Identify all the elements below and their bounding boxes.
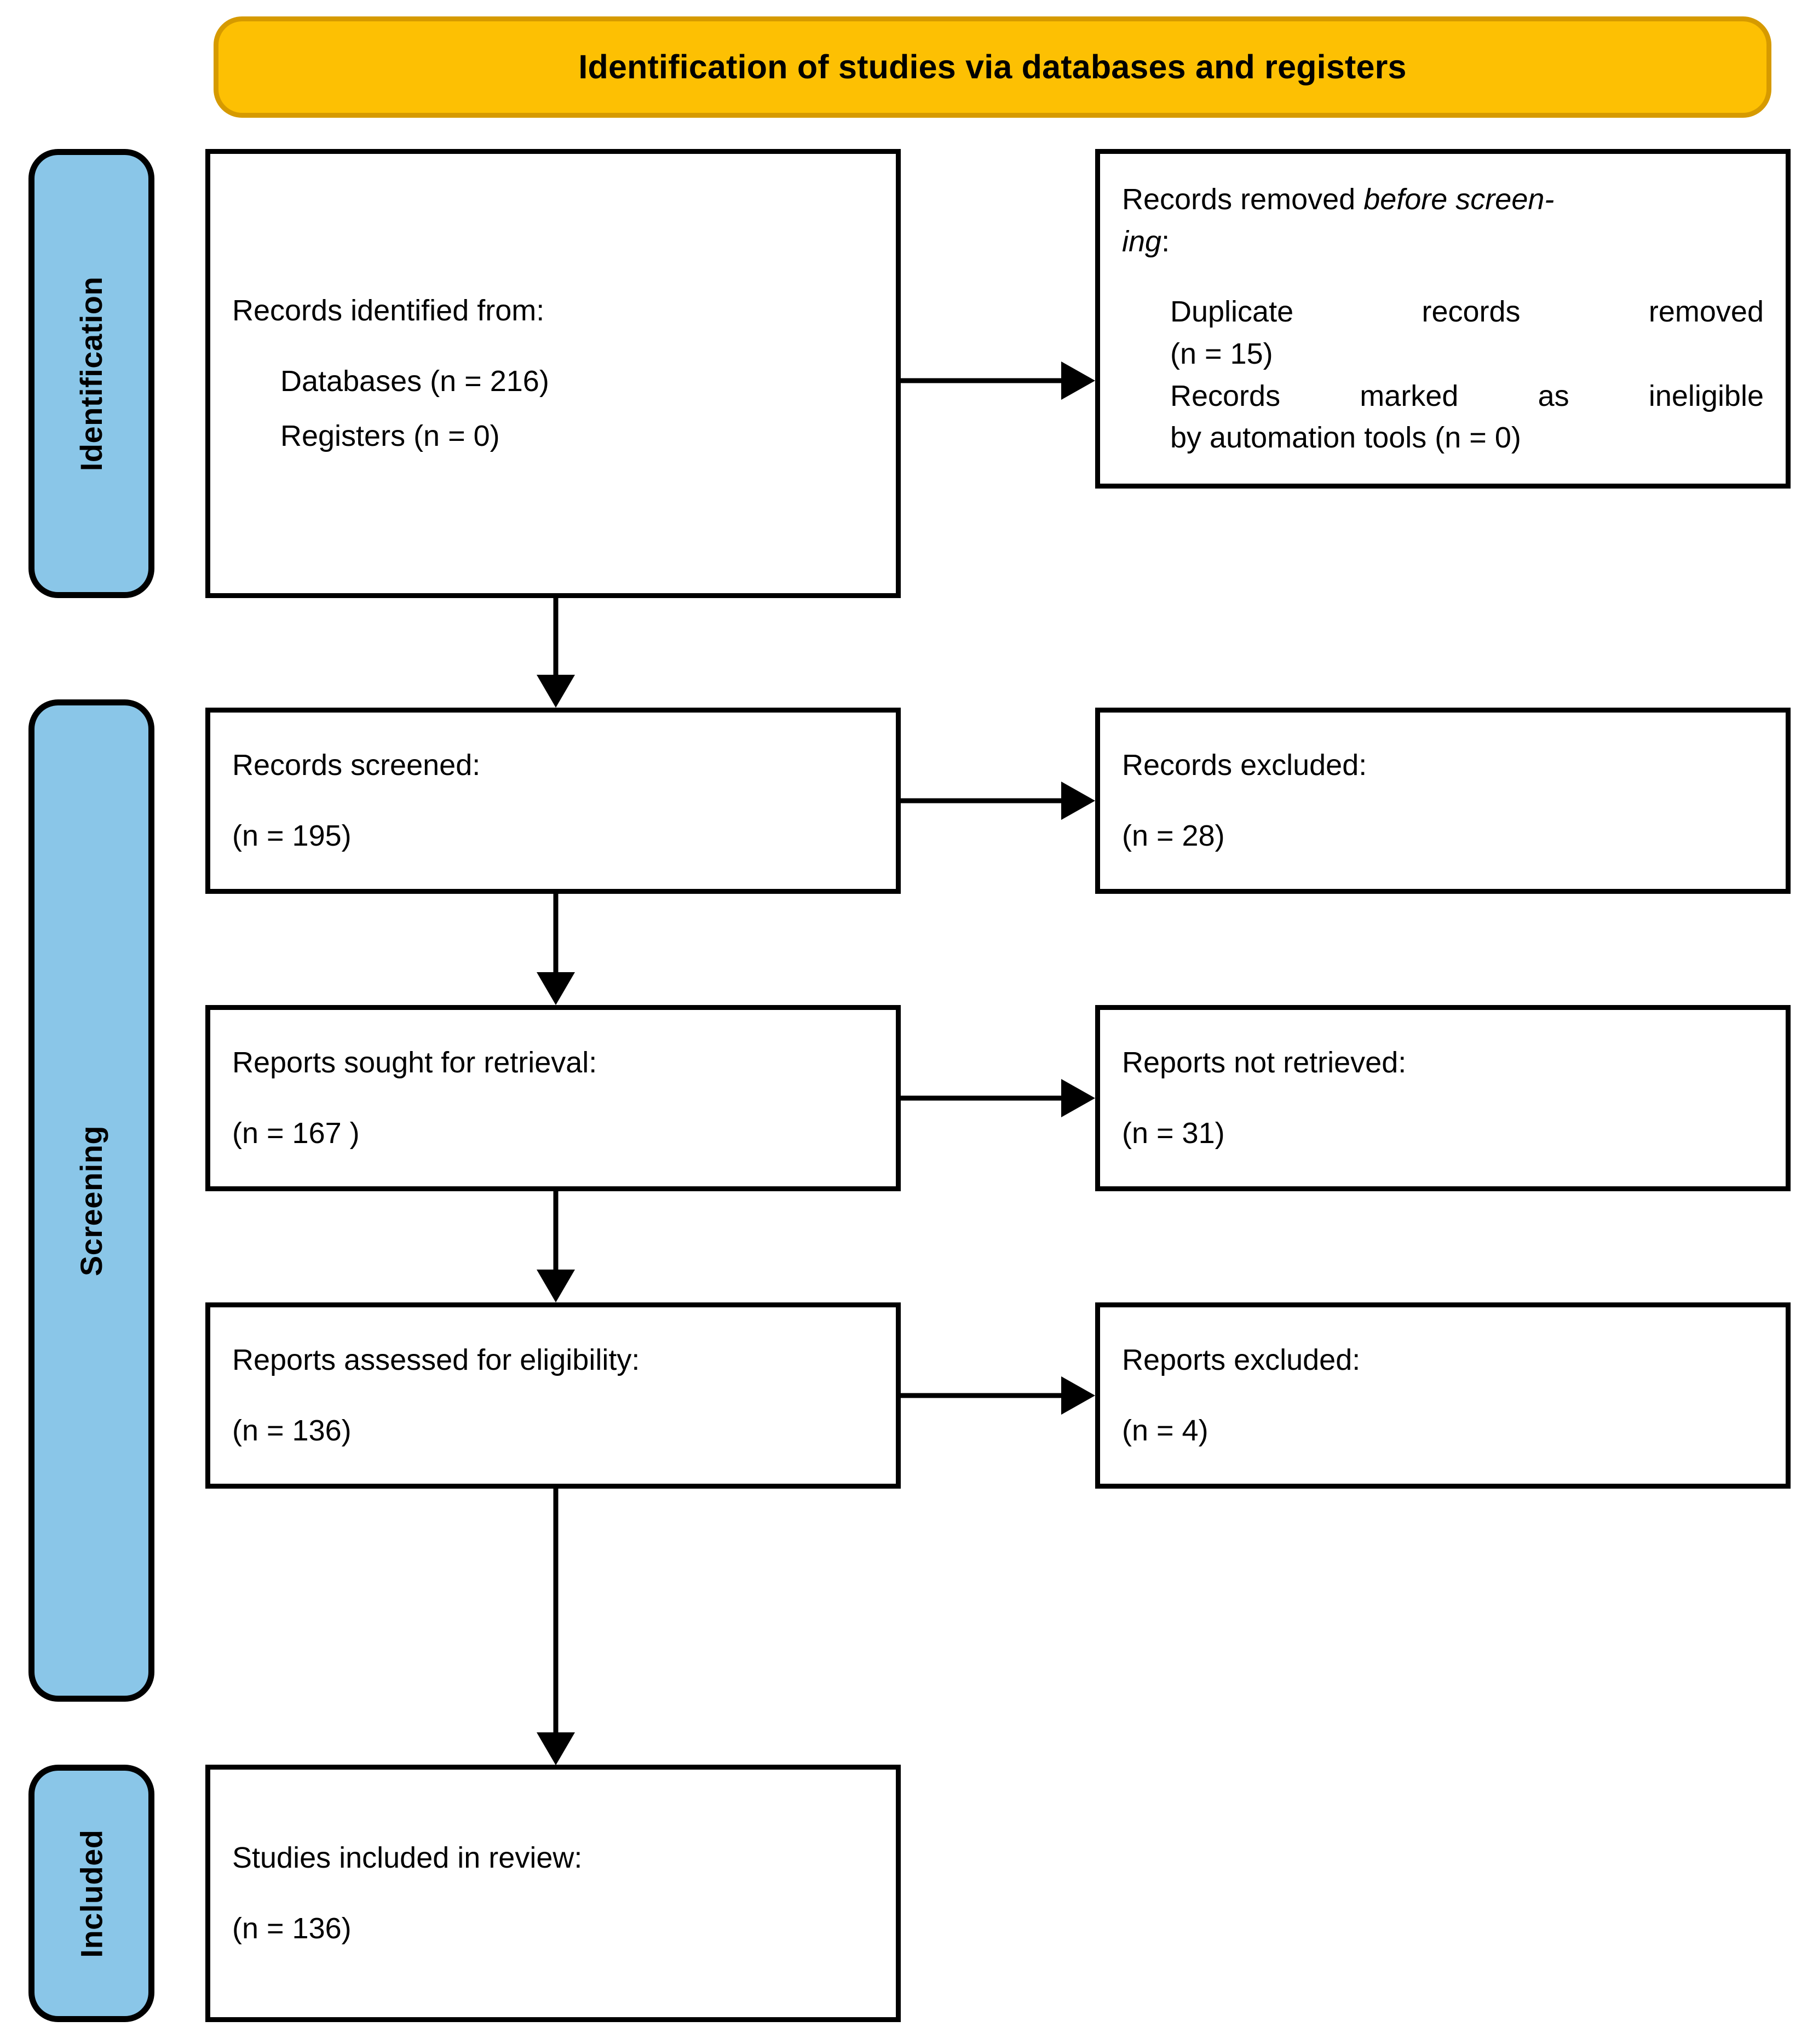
- box-records-screened: Records screened: (n = 195): [205, 708, 901, 894]
- records-identified-registers: Registers (n = 0): [280, 420, 500, 453]
- stage-bar-included: Included: [28, 1765, 154, 2022]
- diagram-title: Identification of studies via databases …: [578, 48, 1407, 85]
- arrow-screened-to-records-excluded: [901, 776, 1098, 825]
- records-removed-heading-colon: :: [1161, 225, 1170, 258]
- stage-bar-identification: Identification: [28, 149, 154, 598]
- records-excluded-label: Records excluded:: [1122, 749, 1367, 782]
- duplicate-records-removed-label: Duplicate records removed: [1170, 295, 1764, 329]
- box-reports-excluded: Reports excluded: (n = 4): [1095, 1302, 1791, 1489]
- records-identified-databases: Databases (n = 216): [280, 364, 549, 398]
- box-reports-sought-for-retrieval: Reports sought for retrieval: (n = 167 ): [205, 1005, 901, 1191]
- reports-sought-count: (n = 167 ): [232, 1117, 360, 1150]
- records-removed-heading-emphasis-cont: ing: [1122, 225, 1162, 258]
- box-records-excluded: Records excluded: (n = 28): [1095, 708, 1791, 894]
- box-records-removed-before-screening: Records removed before screen- ing: Dupl…: [1095, 149, 1791, 489]
- arrow-screened-to-sought: [509, 894, 602, 1008]
- stage-bar-screening: Screening: [28, 699, 154, 1702]
- arrow-identified-to-screened: [509, 598, 602, 710]
- reports-excluded-count: (n = 4): [1122, 1414, 1208, 1447]
- reports-assessed-count: (n = 136): [232, 1414, 352, 1447]
- box-reports-not-retrieved: Reports not retrieved: (n = 31): [1095, 1005, 1791, 1191]
- records-removed-heading-line2: ing:: [1122, 221, 1764, 263]
- arrow-sought-to-not-retrieved: [901, 1073, 1098, 1123]
- records-ineligible-automation-count: by automation tools (n = 0): [1170, 421, 1521, 455]
- records-removed-heading-emphasis: before screen-: [1363, 182, 1555, 216]
- records-screened-label: Records screened:: [232, 749, 481, 782]
- stage-label-identification: Identification: [74, 276, 109, 471]
- studies-included-label: Studies included in review:: [232, 1841, 583, 1875]
- stage-label-included: Included: [74, 1829, 109, 1958]
- box-studies-included-in-review: Studies included in review: (n = 136): [205, 1765, 901, 2022]
- records-screened-count: (n = 195): [232, 819, 352, 852]
- stage-label-screening: Screening: [74, 1125, 109, 1276]
- records-removed-heading-text: Records removed: [1122, 182, 1364, 216]
- box-records-identified: Records identified from: Databases (n = …: [205, 149, 901, 598]
- duplicate-records-removed-count: (n = 15): [1170, 337, 1273, 370]
- arrow-identified-to-removed: [901, 356, 1098, 405]
- records-excluded-count: (n = 28): [1122, 819, 1225, 852]
- arrow-assessed-to-reports-excluded: [901, 1371, 1098, 1420]
- box-reports-assessed-for-eligibility: Reports assessed for eligibility: (n = 1…: [205, 1302, 901, 1489]
- records-identified-heading: Records identified from:: [232, 294, 545, 327]
- studies-included-count: (n = 136): [232, 1912, 352, 1945]
- reports-excluded-label: Reports excluded:: [1122, 1343, 1361, 1377]
- reports-not-retrieved-count: (n = 31): [1122, 1117, 1225, 1150]
- reports-assessed-label: Reports assessed for eligibility:: [232, 1343, 640, 1377]
- records-ineligible-automation-label: Records marked as ineligible: [1170, 379, 1764, 412]
- arrow-sought-to-assessed: [509, 1191, 602, 1305]
- reports-sought-label: Reports sought for retrieval:: [232, 1046, 597, 1080]
- diagram-header-banner: Identification of studies via databases …: [214, 16, 1771, 118]
- reports-not-retrieved-label: Reports not retrieved:: [1122, 1046, 1407, 1080]
- records-removed-heading-line1: Records removed before screen-: [1122, 179, 1764, 221]
- arrow-assessed-to-included: [509, 1489, 602, 1768]
